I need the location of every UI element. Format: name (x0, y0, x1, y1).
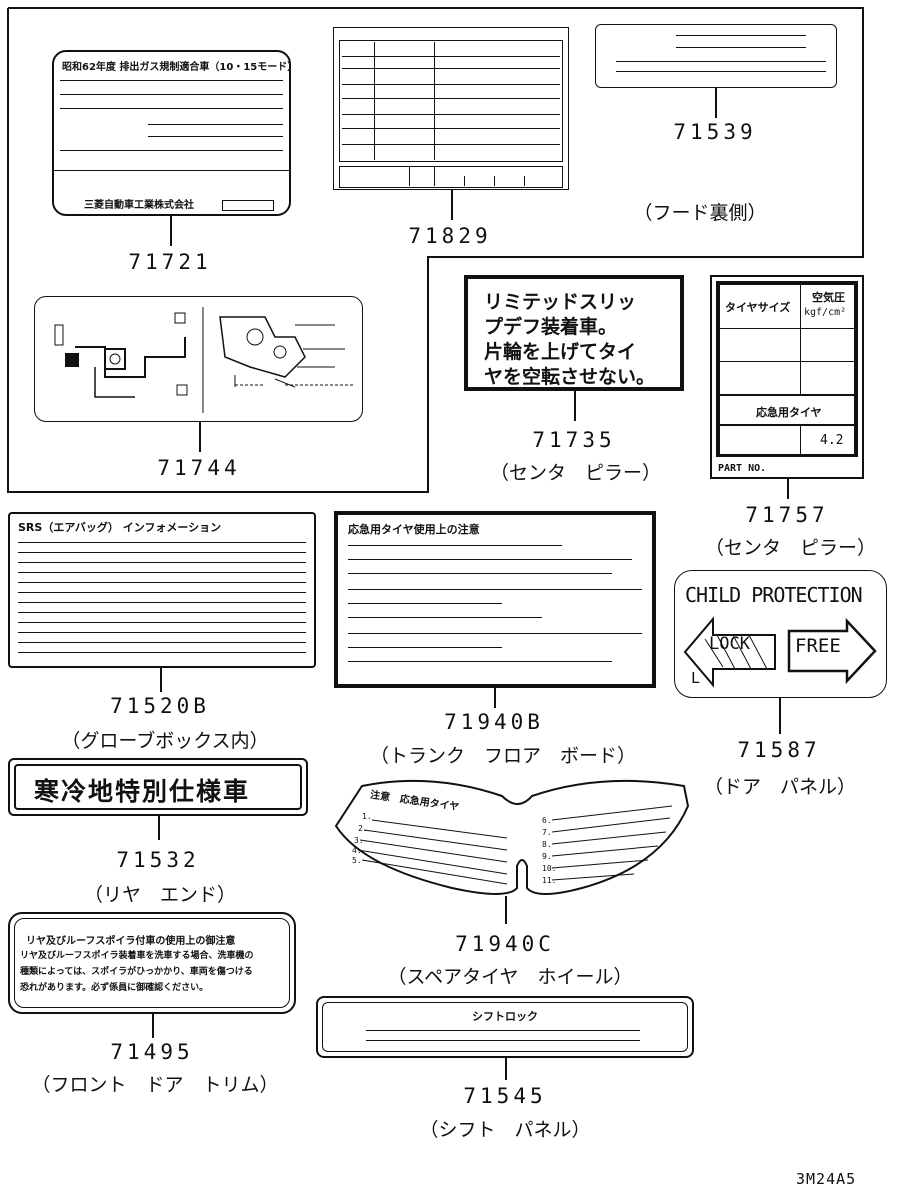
wiring-diagram-icon (54, 307, 355, 413)
label-71940C-right-9: 9. (542, 852, 552, 861)
label-71757-pressure: 空気圧 (812, 291, 845, 304)
label-71735-line-2: プデフ装着車。 (484, 316, 618, 338)
part-number-71532: 71532 (116, 848, 200, 872)
label-71757-unit: kgf/cm² (804, 307, 847, 318)
part-number-71940B: 71940B (444, 710, 544, 734)
part-number-71757: 71757 (745, 503, 829, 527)
label-71940C-left-1: 1. (362, 812, 372, 821)
label-71587-title: CHILD PROTECTION (685, 583, 863, 607)
location-71940C: （スペアタイヤ ホイール） (387, 966, 633, 988)
label-71940C-right-8: 8. (542, 840, 552, 849)
label-71940B-header: 応急用タイヤ使用上の注意 (348, 523, 480, 536)
label-71940C-left-5: 5. (352, 856, 362, 865)
free-arrow-icon (787, 617, 877, 685)
part-number-71520B: 71520B (110, 694, 210, 718)
label-71495-line-4: 恐れがあります。必ず係員に御確認ください。 (20, 983, 209, 993)
label-71587: CHILD PROTECTION LOCK FREE L (674, 570, 887, 698)
label-71940C-left-3: 3. (354, 836, 364, 845)
location-71495: （フロント ドア トリム） (31, 1074, 279, 1096)
part-number-71495: 71495 (110, 1040, 194, 1064)
label-71721-header: 昭和62年度 排出ガス規制適合車（10・15モード） (62, 62, 298, 73)
label-71940C-right-10: 10. (542, 864, 557, 873)
label-71495-line-1: リヤ及びルーフスポイラ付車の使用上の御注意 (26, 936, 236, 947)
label-71744 (34, 296, 363, 422)
label-71940C-left-4: 4. (352, 846, 362, 855)
label-71520B: SRS（エアバッグ） インフォメーション (8, 512, 316, 668)
label-71545-header: シフトロック (472, 1010, 538, 1023)
lock-arrow-icon (683, 616, 776, 688)
location-71940B: （トランク フロア ボード） (370, 745, 637, 767)
label-71539 (595, 24, 837, 88)
label-71735-line-3: 片輪を上げてタイ (484, 341, 637, 363)
location-71545: （シフト パネル） (419, 1119, 591, 1141)
location-71532: （リヤ エンド） (83, 884, 236, 906)
location-71735: （センタ ピラー） (490, 462, 662, 484)
label-71587-free: FREE (795, 635, 841, 657)
label-71940C-right-11: 11. (542, 876, 557, 885)
part-number-71539: 71539 (673, 120, 757, 144)
label-71495-line-3: 種類によっては、スポイラがひっかかり、車両を傷つける (20, 967, 253, 977)
part-number-71587: 71587 (737, 738, 821, 762)
part-number-71721: 71721 (128, 250, 212, 274)
label-71940C-right-7: 7. (542, 828, 552, 837)
label-71735: リミテッドスリッ プデフ装着車。 片輪を上げてタイ ヤを空転させない。 (464, 275, 684, 391)
location-71587: （ドア パネル） (703, 776, 856, 798)
label-71495-line-2: リヤ及びルーフスポイラ装着車を洗車する場合、洗車機の (20, 951, 254, 961)
label-71940C-left-2: 2. (358, 824, 368, 833)
label-71757-partno: PART NO. (718, 463, 767, 474)
drawing-code: 3M24A5 (796, 1170, 857, 1188)
label-71735-line-4: ヤを空転させない。 (484, 366, 656, 388)
label-71757-value: 4.2 (820, 433, 844, 448)
label-71721: 昭和62年度 排出ガス規制適合車（10・15モード） 三菱自動車工業株式会社 (52, 50, 297, 216)
label-71940C-right-6: 6. (542, 816, 552, 825)
label-71721-footer: 三菱自動車工業株式会社 (84, 200, 194, 211)
location-71757: （センタ ピラー） (705, 537, 877, 559)
label-71495: リヤ及びルーフスポイラ付車の使用上の御注意 リヤ及びルーフスポイラ装着車を洗車す… (8, 912, 296, 1014)
part-number-71940C: 71940C (455, 932, 555, 956)
part-number-71829: 71829 (408, 224, 492, 248)
label-71757-spare: 応急用タイヤ (756, 406, 822, 419)
label-71587-l: L (691, 669, 701, 687)
label-71940B: 応急用タイヤ使用上の注意 (334, 511, 656, 688)
part-number-71735: 71735 (532, 428, 616, 452)
label-71545: シフトロック (316, 996, 694, 1058)
label-71940C (334, 779, 690, 895)
location-71539: （フード裏側） (633, 202, 767, 224)
label-71757-tire-size: タイヤサイズ (725, 301, 791, 314)
part-number-71744: 71744 (157, 456, 241, 480)
label-71757: タイヤサイズ 空気圧 kgf/cm² 応急用タイヤ 4.2 PART NO. (710, 275, 864, 479)
part-number-71545: 71545 (463, 1084, 547, 1108)
label-71532: 寒冷地特別仕様車 (8, 758, 308, 816)
label-71735-line-1: リミテッドスリッ (484, 291, 637, 313)
label-71587-lock: LOCK (709, 634, 750, 654)
label-71829 (333, 27, 569, 190)
location-71520B: （グローブボックス内） (61, 730, 269, 752)
label-71532-text: 寒冷地特別仕様車 (34, 777, 251, 806)
label-71520B-header: SRS（エアバッグ） インフォメーション (18, 521, 222, 534)
